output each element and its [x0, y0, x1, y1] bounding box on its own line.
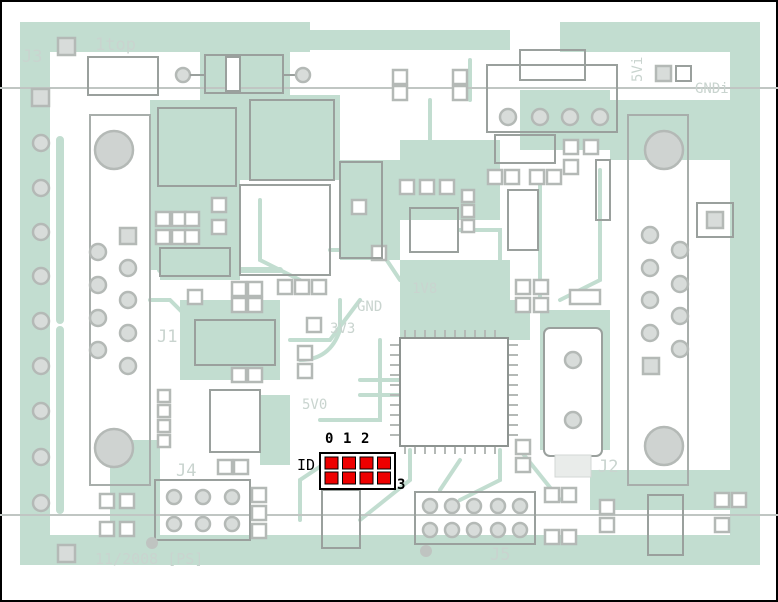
j3-header — [30, 36, 77, 564]
label-5v0: 5V0 — [302, 397, 327, 413]
id-jumper-bit1: 1 — [343, 431, 351, 447]
label-gnd: GND — [357, 299, 382, 315]
id-jumper: ID 0 1 2 3 — [297, 431, 405, 493]
crystal — [543, 327, 603, 478]
id-jumper-pad — [359, 471, 374, 485]
j5-header — [414, 491, 536, 557]
id-jumper-pad — [324, 471, 339, 485]
misc-outlines — [157, 99, 611, 277]
id-jumper-pad — [342, 456, 356, 470]
regulator-top-right — [486, 49, 692, 133]
id-jumper-bit2: 2 — [361, 431, 369, 447]
smd-pads — [98, 68, 748, 546]
mcu-chip — [390, 330, 518, 454]
id-jumper-pad — [324, 456, 339, 470]
label-gndi: GNDi — [695, 81, 729, 97]
id-jumper-prefix: ID — [297, 456, 315, 474]
id-jumper-bit0: 0 — [325, 431, 333, 447]
id-jumper-pad — [377, 471, 391, 485]
id-jumper-pad — [377, 456, 391, 470]
label-date: 11/2008 [PS] — [95, 550, 203, 568]
id-jumper-pad — [359, 456, 374, 470]
label-3v3: 3V3 — [330, 321, 355, 337]
j2-connector — [640, 129, 734, 467]
label-j3: J3 — [22, 47, 42, 67]
copper-traces — [33, 58, 602, 522]
label-j4: J4 — [176, 461, 196, 481]
label-5vi: 5Vi — [630, 57, 646, 82]
label-1v8: 1V8 — [412, 281, 437, 297]
label-j5: J5 — [490, 545, 510, 565]
diode-top — [87, 54, 312, 96]
j1-connector — [88, 129, 138, 469]
label-top: 1top — [95, 35, 136, 55]
j4-header — [146, 479, 251, 549]
id-jumper-pads — [324, 456, 391, 485]
label-j1: J1 — [157, 327, 177, 347]
id-jumper-bit3: 3 — [397, 477, 405, 493]
label-j2: J2 — [598, 457, 618, 477]
id-jumper-pad — [342, 471, 356, 485]
